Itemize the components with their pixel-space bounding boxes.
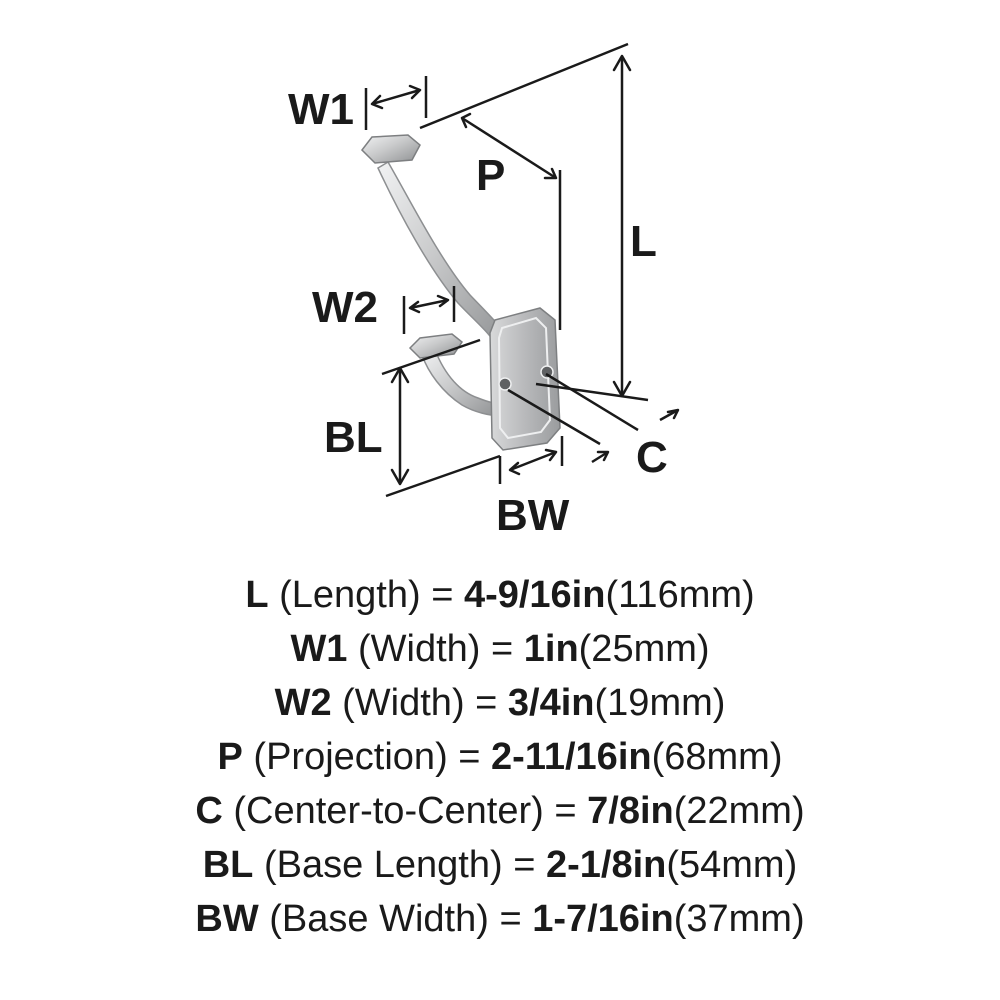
spec-equals: =	[431, 574, 464, 616]
spec-imperial-value: 4-9/16in	[463, 574, 606, 616]
base-plate	[489, 307, 561, 451]
spec-row-center-to-center: C (Center-to-Center) = 7/8in(22mm)	[0, 784, 1000, 838]
spec-symbol: W1	[290, 628, 348, 670]
label-bl: BL	[324, 413, 383, 462]
label-c: C	[636, 433, 668, 482]
spec-equals: =	[491, 628, 524, 670]
spec-symbol: P	[217, 736, 243, 778]
spec-symbol: W2	[274, 682, 332, 724]
base-plate-inset	[497, 316, 552, 440]
spec-imperial-value: 3/4in	[507, 682, 595, 724]
spec-equals: =	[475, 682, 508, 724]
spec-metric-value: (68mm)	[651, 736, 783, 778]
spec-row-base-length: BL (Base Length) = 2-1/8in(54mm)	[0, 838, 1000, 892]
dimension-spec-list: L (Length) = 4-9/16in(116mm) W1 (Width) …	[0, 568, 1000, 946]
spec-description: (Width)	[347, 628, 491, 670]
spec-metric-value: (25mm)	[578, 628, 710, 670]
spec-equals: =	[554, 790, 588, 832]
label-l: L	[630, 217, 657, 266]
upper-hook-knob	[361, 134, 421, 164]
spec-equals: =	[458, 736, 492, 778]
spec-metric-value: (54mm)	[666, 844, 798, 886]
spec-description: (Center-to-Center)	[222, 790, 555, 832]
spec-imperial-value: 2-1/8in	[545, 844, 667, 886]
spec-metric-value: (22mm)	[673, 790, 805, 832]
label-w2: W2	[312, 283, 378, 332]
dimension-lines	[364, 42, 680, 498]
spec-row-width-1: W1 (Width) = 1in(25mm)	[0, 622, 1000, 676]
spec-metric-value: (19mm)	[594, 682, 726, 724]
spec-description: (Projection)	[242, 736, 459, 778]
spec-imperial-value: 1-7/16in	[532, 898, 674, 940]
spec-symbol: BL	[202, 844, 254, 886]
spec-imperial-value: 2-11/16in	[491, 736, 652, 778]
spec-row-width-2: W2 (Width) = 3/4in(19mm)	[0, 676, 1000, 730]
spec-imperial-value: 7/8in	[587, 790, 674, 832]
spec-symbol: L	[245, 574, 269, 616]
spec-description: (Length)	[268, 574, 432, 616]
spec-row-length: L (Length) = 4-9/16in(116mm)	[0, 568, 1000, 622]
spec-equals: =	[499, 898, 533, 940]
label-w1: W1	[288, 85, 354, 134]
spec-symbol: C	[195, 790, 223, 832]
dimension-labels: W1 P L W2 BL C BW	[288, 85, 668, 540]
screw-hole-lower	[498, 377, 512, 391]
spec-metric-value: (37mm)	[673, 898, 805, 940]
coat-hook-illustration	[361, 134, 561, 451]
spec-imperial-value: 1in	[523, 628, 579, 670]
hook-dimension-diagram: W1 P L W2 BL C BW	[288, 42, 680, 540]
spec-description: (Width)	[331, 682, 476, 724]
label-p: P	[476, 151, 505, 200]
spec-metric-value: (116mm)	[605, 574, 755, 616]
spec-symbol: BW	[195, 898, 259, 940]
spec-row-base-width: BW (Base Width) = 1-7/16in(37mm)	[0, 892, 1000, 946]
spec-row-projection: P (Projection) = 2-11/16in(68mm)	[0, 730, 1000, 784]
spec-equals: =	[513, 844, 546, 886]
spec-description: (Base Width)	[258, 898, 500, 940]
spec-description: (Base Length)	[253, 844, 514, 886]
label-bw: BW	[496, 491, 570, 540]
